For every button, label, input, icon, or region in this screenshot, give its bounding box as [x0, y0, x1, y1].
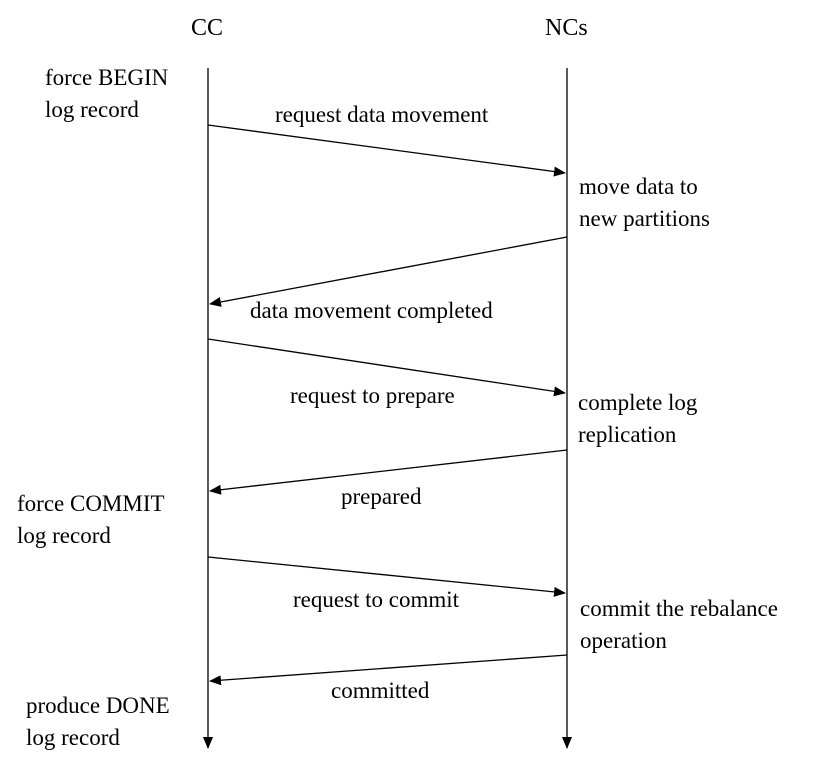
- arrow-request-to-prepare: [207, 338, 566, 397]
- note-done: produce DONE log record: [26, 693, 170, 750]
- ncs-header: NCs: [545, 15, 588, 41]
- message-label: committed: [331, 678, 430, 703]
- message-label: request to prepare: [290, 383, 455, 408]
- note-replicate: complete log replication: [578, 390, 698, 447]
- arrow-request-to-commit: [207, 556, 566, 597]
- note-commit-op: commit the rebalance operation: [580, 596, 778, 653]
- note-move: move data to new partitions: [579, 174, 710, 231]
- message-label: prepared: [341, 484, 422, 509]
- arrow-request-data-movement: [207, 124, 566, 177]
- arrow-data-movement-completed: [209, 236, 568, 307]
- message-label: request to commit: [293, 587, 460, 612]
- note-commit-record: force COMMIT log record: [17, 491, 165, 548]
- message-label: request data movement: [275, 102, 489, 127]
- arrow-committed: [209, 654, 568, 686]
- cc-header: CC: [191, 15, 224, 41]
- note-begin: force BEGIN log record: [45, 65, 169, 122]
- message-label: data movement completed: [250, 298, 493, 323]
- arrow-prepared: [209, 449, 568, 495]
